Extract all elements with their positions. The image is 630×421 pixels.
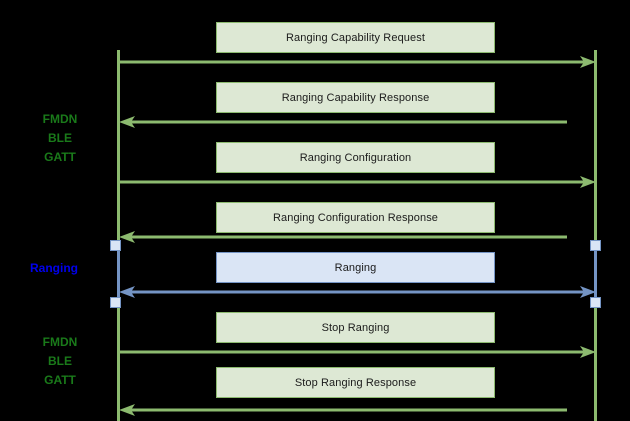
message-box-ranging-capability-request: Ranging Capability Request	[216, 22, 495, 53]
right-lifeline-ranging-segment	[594, 246, 597, 306]
arrow-ranging-configuration	[118, 175, 596, 189]
message-box-stop-ranging-response: Stop Ranging Response	[216, 367, 495, 398]
arrow-ranging-configuration-response	[119, 230, 567, 244]
left-lifeline-upper	[117, 50, 120, 240]
activation-right-end	[590, 297, 601, 308]
left-lifeline-lower	[117, 308, 120, 421]
activation-left-end	[110, 297, 121, 308]
arrow-ranging-capability-request	[118, 55, 596, 69]
phase-label-fmdn-bottom: FMDN BLE GATT	[42, 335, 78, 387]
arrow-ranging-capability-response	[119, 115, 567, 129]
arrow-stop-ranging	[118, 345, 596, 359]
message-box-ranging-capability-response: Ranging Capability Response	[216, 82, 495, 113]
right-lifeline-upper	[594, 50, 597, 240]
phase-label-fmdn-top: FMDN BLE GATT	[42, 112, 78, 164]
activation-left-start	[110, 240, 121, 251]
arrow-ranging-bidirectional	[119, 285, 596, 299]
phase-label-ranging: Ranging	[30, 261, 78, 275]
activation-right-start	[590, 240, 601, 251]
message-box-ranging-configuration-response: Ranging Configuration Response	[216, 202, 495, 233]
message-box-stop-ranging: Stop Ranging	[216, 312, 495, 343]
right-lifeline-lower	[594, 308, 597, 421]
message-box-ranging: Ranging	[216, 252, 495, 283]
arrow-stop-ranging-response	[119, 403, 567, 417]
message-box-ranging-configuration: Ranging Configuration	[216, 142, 495, 173]
left-lifeline-ranging-segment	[117, 246, 120, 306]
